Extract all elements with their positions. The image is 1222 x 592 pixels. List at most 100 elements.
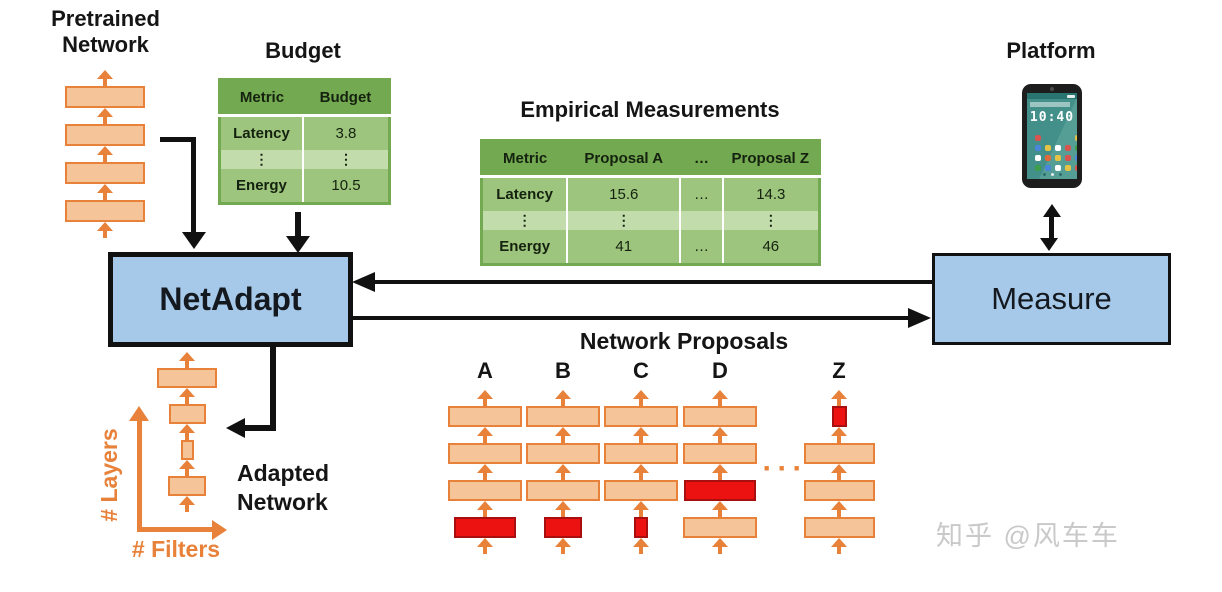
proposal-letter: A [477, 358, 493, 383]
table-cell: ⋮ [301, 150, 390, 169]
up-arrow-icon [632, 427, 650, 443]
up-arrow-icon [476, 427, 494, 443]
app-icon-dot [1075, 145, 1077, 151]
measure-box: Measure [932, 253, 1171, 345]
arrowhead-left-icon [226, 418, 245, 438]
network-layer [448, 443, 522, 464]
network-layer-modified [454, 517, 516, 538]
network-proposals-title: Network Proposals [579, 328, 789, 354]
arrowhead-down-icon [1040, 238, 1058, 251]
network-layer [803, 480, 875, 501]
network-layer [604, 406, 678, 427]
table-header-cell: Budget [302, 79, 390, 117]
up-arrow-icon [178, 352, 196, 368]
up-arrow-icon [711, 464, 729, 480]
up-arrow-icon [96, 222, 114, 238]
phone-statusbar [1027, 93, 1077, 99]
up-arrow-icon [632, 464, 650, 480]
up-arrow-icon [178, 388, 196, 404]
up-arrow-icon [711, 538, 729, 554]
pretrained-network-title: Pretrained Network [51, 6, 160, 57]
table-header-cell: Proposal A [567, 140, 681, 178]
app-icon-dot [1055, 165, 1061, 171]
up-arrow-icon [632, 538, 650, 554]
network-layer-modified [634, 517, 648, 538]
up-arrow-icon [830, 390, 848, 406]
app-icon-dot [1075, 155, 1077, 161]
proposal-column-d: D [682, 358, 758, 554]
phone-app-grid [1035, 135, 1077, 171]
layers-axis-arrowhead-icon [129, 406, 149, 421]
table-cell: ⋮ [566, 211, 681, 230]
table-cell: 14.3 [721, 176, 820, 211]
network-layer-modified [831, 406, 847, 427]
app-icon-dot [1035, 145, 1041, 151]
proposal-letter: Z [832, 358, 846, 383]
up-arrow-icon [830, 501, 848, 517]
arrow-pretrained-to-netadapt-vseg [191, 137, 196, 234]
proposal-stack [604, 390, 678, 554]
up-arrow-icon [554, 464, 572, 480]
phone-screen: 10:40 [1027, 93, 1077, 179]
proposal-column-b: B [525, 358, 601, 554]
arrowhead-right-icon [908, 308, 931, 328]
proposal-letter: B [555, 358, 571, 383]
table-cell: Latency [233, 125, 290, 142]
proposal-stack [683, 390, 757, 554]
proposal-stack [448, 390, 522, 554]
smartphone-icon: 10:40 [1022, 84, 1082, 188]
app-icon-dot [1055, 145, 1061, 151]
table-cell: 46 [721, 229, 820, 265]
arrow-platform-measure-seg [1049, 214, 1054, 242]
table-row: ⋮⋮ [219, 150, 390, 169]
up-arrow-icon [632, 501, 650, 517]
app-icon-dot [1035, 135, 1041, 141]
adapted-network-label: Adapted Network [237, 460, 329, 515]
app-icon-dot [1035, 165, 1041, 171]
network-layer [803, 443, 875, 464]
proposal-stack [803, 390, 875, 554]
app-icon-dot [1045, 155, 1051, 161]
network-layer [683, 443, 757, 464]
network-layer [448, 406, 522, 427]
phone-nav-dots [1027, 173, 1077, 176]
up-arrow-icon [830, 427, 848, 443]
budget-title: Budget [265, 38, 341, 63]
proposals-ellipsis: ··· [762, 452, 808, 485]
table-row: ⋮⋮⋮ [481, 211, 820, 230]
layers-axis-label: # Layers [96, 428, 122, 522]
proposal-letter: D [712, 358, 728, 383]
up-arrow-icon [830, 538, 848, 554]
proposal-column-z: Z [801, 358, 877, 554]
platform-title: Platform [1006, 38, 1096, 63]
table-cell: 10.5 [301, 168, 390, 204]
table-row: Energy 10.5 [219, 168, 390, 204]
app-icon-dot [1065, 145, 1071, 151]
arrow-pretrained-to-netadapt-hseg [160, 137, 196, 142]
pretrained-network-stack [65, 70, 145, 238]
proposal-column-a: A [447, 358, 523, 554]
table-header-cell: … [680, 140, 723, 178]
arrow-netadapt-to-adapted-hseg [244, 425, 276, 431]
arrowhead-left-icon [352, 272, 375, 292]
network-layer [65, 200, 145, 222]
app-icon-dot [1065, 155, 1071, 161]
table-cell: Energy [236, 176, 287, 194]
app-icon-dot [1035, 155, 1041, 161]
network-layer [604, 443, 678, 464]
app-icon-dot [1075, 165, 1077, 171]
arrow-netadapt-to-adapted-vseg [270, 347, 276, 431]
table-cell: … [679, 176, 723, 211]
table-cell: ⋮ [517, 212, 532, 228]
table-cell: Energy [499, 237, 551, 255]
network-layer [65, 86, 145, 108]
up-arrow-icon [632, 390, 650, 406]
table-cell: … [679, 229, 723, 265]
table-header-cell: Proposal Z [722, 140, 820, 178]
table-cell [679, 211, 723, 230]
app-icon-dot [1075, 135, 1077, 141]
